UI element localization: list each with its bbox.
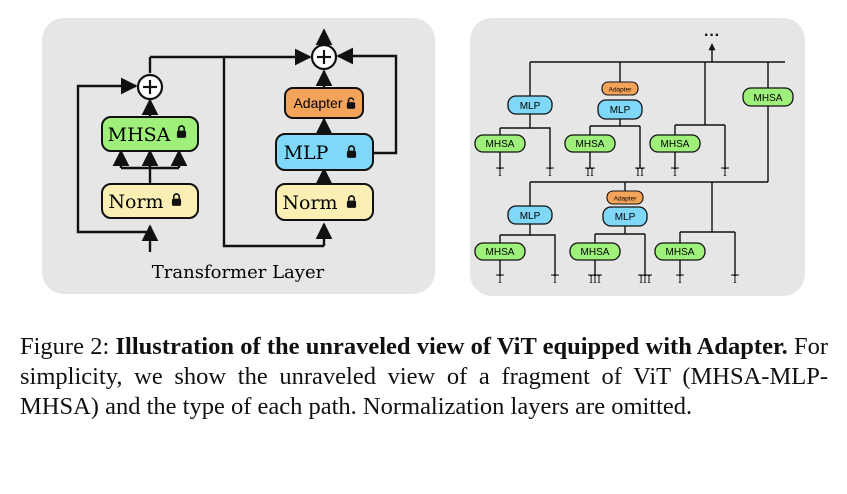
unravel-mhsa-l1: MHSA (474, 242, 526, 261)
svg-text:MHSA: MHSA (581, 247, 610, 258)
unravel-mlp-4: MLP (602, 206, 648, 227)
mhsa-block: MHSA (101, 116, 199, 152)
norm-block-2: Norm (275, 183, 374, 221)
unravel-mhsa-u2: MHSA (564, 134, 616, 153)
svg-text:MLP: MLP (520, 101, 541, 112)
svg-text:Adapter: Adapter (609, 87, 633, 94)
path-type-label: II (636, 168, 644, 179)
add-node-left-1 (136, 73, 164, 101)
figure-caption: Figure 2: Illustration of the unraveled … (20, 332, 828, 422)
figure-diagram: MHSA Norm Adapter MLP Norm Transformer L… (42, 18, 805, 296)
path-type-label: I (548, 168, 552, 179)
ellipsis: ··· (704, 27, 720, 44)
svg-text:MHSA: MHSA (576, 139, 605, 150)
panel-caption: Transformer Layer (152, 262, 325, 283)
unravel-mhsa-u1: MHSA (474, 134, 526, 153)
path-type-label: I (723, 168, 727, 179)
svg-text:MHSA: MHSA (754, 93, 783, 104)
caption-text: For simplicity, we show the unraveled vi… (20, 333, 828, 420)
norm-label-1: Norm (108, 191, 163, 213)
unravel-adapter-2: Adapter (606, 190, 644, 205)
mhsa-label: MHSA (108, 124, 171, 146)
unravel-mhsa-u3: MHSA (649, 134, 701, 153)
path-type-label: II (586, 168, 594, 179)
svg-text:MLP: MLP (520, 211, 541, 222)
add-node-left-2 (310, 43, 338, 71)
unravel-mhsa-top: MHSA (742, 87, 794, 107)
right-panel-bg (470, 18, 805, 296)
svg-text:MHSA: MHSA (486, 139, 515, 150)
path-type-label: III (589, 275, 601, 286)
adapter-label: Adapter (293, 95, 342, 111)
unravel-mlp-3: MLP (507, 205, 553, 225)
right-panel: ··· MLP Adapter MLP MHSA MHSA MHSA MHS (470, 18, 805, 296)
adapter-block: Adapter (284, 87, 364, 119)
left-panel: MHSA Norm Adapter MLP Norm Transformer L… (42, 18, 435, 294)
unravel-adapter-1: Adapter (601, 81, 639, 96)
path-type-label: I (553, 275, 557, 286)
left-connectors (76, 28, 398, 252)
path-type-label: I (733, 275, 737, 286)
unravel-mlp-1: MLP (507, 95, 553, 115)
path-type-label: I (673, 168, 677, 179)
path-type-label: I (498, 275, 502, 286)
path-type-label: I (678, 275, 682, 286)
lower-path-types: I I III III I I (496, 274, 739, 286)
unravel-mhsa-l2: MHSA (569, 242, 621, 261)
unravel-mlp-2: MLP (597, 99, 643, 120)
svg-text:MHSA: MHSA (661, 139, 690, 150)
caption-bold: Illustration of the unraveled view of Vi… (115, 333, 788, 360)
path-type-label: III (639, 275, 651, 286)
svg-text:MHSA: MHSA (666, 247, 695, 258)
caption-prefix: Figure 2: (20, 333, 116, 360)
right-connectors (499, 43, 785, 275)
upper-path-types: I I II II I I (496, 167, 729, 179)
svg-text:MLP: MLP (615, 212, 636, 223)
mlp-block: MLP (275, 133, 374, 171)
mlp-label: MLP (284, 142, 329, 164)
path-type-label: I (498, 168, 502, 179)
norm-label-2: Norm (282, 192, 337, 214)
svg-text:MHSA: MHSA (486, 247, 515, 258)
svg-text:Adapter: Adapter (614, 196, 638, 203)
svg-text:MLP: MLP (610, 105, 631, 116)
left-panel-bg (42, 18, 435, 294)
unravel-mhsa-l3: MHSA (654, 242, 706, 261)
norm-block-1: Norm (101, 183, 199, 219)
